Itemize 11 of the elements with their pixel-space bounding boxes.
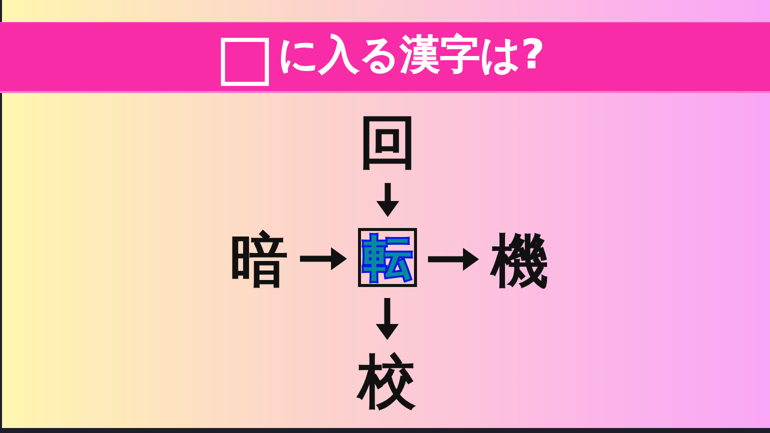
kanji-character: 暗 xyxy=(229,230,289,290)
title-text: □に入る漢字は? xyxy=(216,26,544,88)
kanji-character: 回 xyxy=(358,112,418,172)
arrow xyxy=(376,183,400,217)
arrow xyxy=(428,248,479,271)
arrow xyxy=(300,247,347,270)
kanji-character: 校 xyxy=(357,351,417,411)
arrow xyxy=(376,298,399,340)
answer-kanji: 転 xyxy=(364,234,412,282)
answer-box xyxy=(358,228,417,287)
kanji-character: 機 xyxy=(490,231,550,291)
